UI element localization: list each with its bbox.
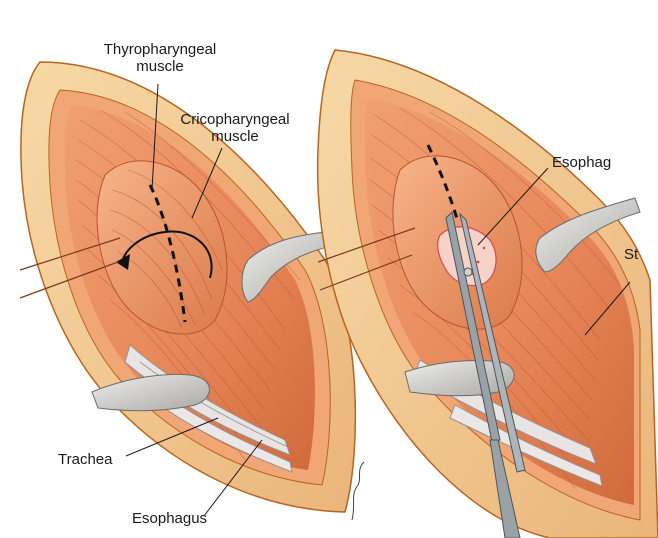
cricopharyngeal-label-line1: Cricopharyngeal xyxy=(180,111,290,128)
cricopharyngeal-label-line2: muscle xyxy=(211,128,259,145)
left-traction-sutures xyxy=(19,237,121,299)
left-pharyngeal-bulge xyxy=(96,160,228,335)
cricopharyngeal-label: Cricopharyngeal muscle xyxy=(168,111,302,145)
left-incision-line xyxy=(148,184,187,323)
st-cropped-label: St xyxy=(624,246,639,263)
artist-signature xyxy=(351,461,365,521)
thyropharyngeal-label: Thyropharyngeal muscle xyxy=(92,41,228,75)
right-upper-retractor xyxy=(535,197,641,273)
right-traction-sutures xyxy=(317,227,416,291)
thyropharyngeal-label-line2: muscle xyxy=(136,58,184,75)
left-rotation-arrow xyxy=(121,230,213,279)
right-incision-line xyxy=(426,144,460,223)
esophagus-cropped-label: Esophag xyxy=(552,154,612,171)
scissors-instrument xyxy=(445,210,526,538)
left-panel xyxy=(19,61,365,521)
thyropharyngeal-label-line1: Thyropharyngeal xyxy=(103,41,217,58)
trachea-label: Trachea xyxy=(58,451,113,468)
esophagus-label: Esophagus xyxy=(132,510,208,527)
right-leader-lines xyxy=(477,167,631,336)
left-leader-lines xyxy=(125,83,263,517)
left-lower-retractor xyxy=(91,373,210,412)
left-upper-retractor xyxy=(241,231,333,303)
right-panel xyxy=(316,49,658,538)
